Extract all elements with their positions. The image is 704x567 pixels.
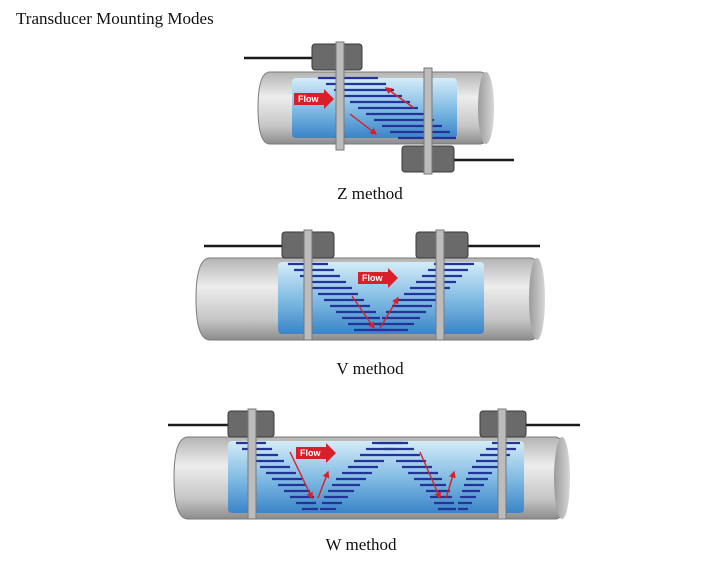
w-method-diagram: Flow [168,408,580,520]
w-signal-arrow-1 [289,451,313,500]
diagram-title: Transducer Mounting Modes [16,9,214,28]
v-signal-arrow-up [379,296,399,329]
w-flow-arrow [296,443,336,463]
z-clamp-lower [423,67,433,175]
w-window [228,441,524,513]
w-wave-lines-3 [378,441,456,511]
w-flow-label: Flow [300,448,321,458]
z-flow-label: Flow [298,94,319,104]
v-method-diagram: Flow [195,229,545,341]
v-clamp-right [435,229,445,341]
w-wave-lines-1 [236,441,318,511]
w-clamp-left [247,408,257,520]
z-clamp-upper [335,41,345,151]
w-signal-arrow-3 [419,451,441,500]
v-flow-arrow [358,268,398,288]
z-method-caption: Z method [337,184,403,203]
w-clamp-right [497,408,507,520]
v-signal-arrow-down [351,295,375,330]
v-method-caption: V method [336,359,404,378]
z-method-diagram: Flow [244,41,514,175]
z-pipe-end [478,72,494,144]
z-signal-arrow-return [384,87,415,109]
v-window [278,262,484,334]
w-pipe-end [554,437,570,519]
w-method-caption: W method [325,535,397,554]
z-flow-arrow [294,89,334,109]
v-flow-label: Flow [362,273,383,283]
w-signal-arrow-4 [445,470,456,499]
z-signal-arrow [349,113,378,135]
v-clamp-left [303,229,313,341]
w-signal-arrow-2 [317,470,330,499]
v-pipe-end [529,258,545,340]
